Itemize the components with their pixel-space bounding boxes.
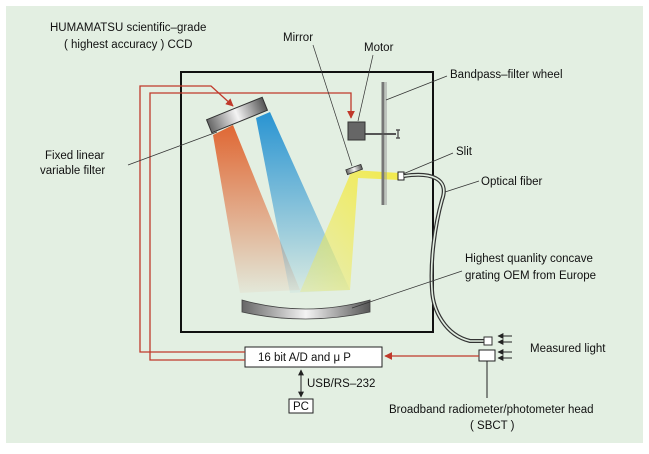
yellow-beam [300,170,400,292]
pc-label: PC [293,401,309,413]
motor [347,121,366,141]
ccd-label-line1: HUMAMATSU scientific–grade [50,22,206,34]
processor-box [244,346,383,368]
arrow-left-icon [497,333,512,361]
filter-wheel-label: Bandpass–filter wheel [450,69,563,81]
leader-mirror [312,44,353,167]
slit-label: Slit [456,146,473,158]
interface-label: USB/RS–232 [307,378,375,390]
spectrometer-housing [180,71,434,333]
motor-label: Motor [364,42,394,54]
grating-label-line1: Highest quanlity concave [465,253,593,265]
leader-slit [402,152,454,175]
ccd-label-line2: ( highest accuracy ) CCD [64,39,192,51]
slit [397,171,405,181]
linear-filter-label-line1: Fixed linear [45,150,105,162]
linear-filter-label-line2: variable filter [40,165,105,177]
leader-grating [351,270,463,309]
fiber-end [483,336,493,346]
red-beam [213,125,300,293]
motor-signal-line [149,92,355,361]
leader-linear-filter [127,131,218,166]
leader-optical-fiber [444,180,480,193]
pc-box [288,398,314,414]
ccd-detector [205,96,269,134]
radiometer-head [478,349,496,362]
measured-light-label: Measured light [530,343,606,355]
leader-filter-wheel [385,75,448,101]
processor-label: 16 bit A/D and μ P [258,352,351,364]
leader-motor [357,54,374,122]
head-label-line2: ( SBCT ) [470,420,515,432]
grating-label-line2: grating OEM from Europe [465,270,596,282]
optical-fiber-core [403,174,484,342]
mirror [345,163,364,176]
mirror-label: Mirror [283,32,313,44]
optical-fiber-label: Optical fiber [481,176,543,188]
background-panel [6,6,643,443]
head-label-line1: Broadband radiometer/photometer head [389,404,594,416]
slit-ticks-icon [396,129,400,139]
concave-grating [241,299,371,320]
